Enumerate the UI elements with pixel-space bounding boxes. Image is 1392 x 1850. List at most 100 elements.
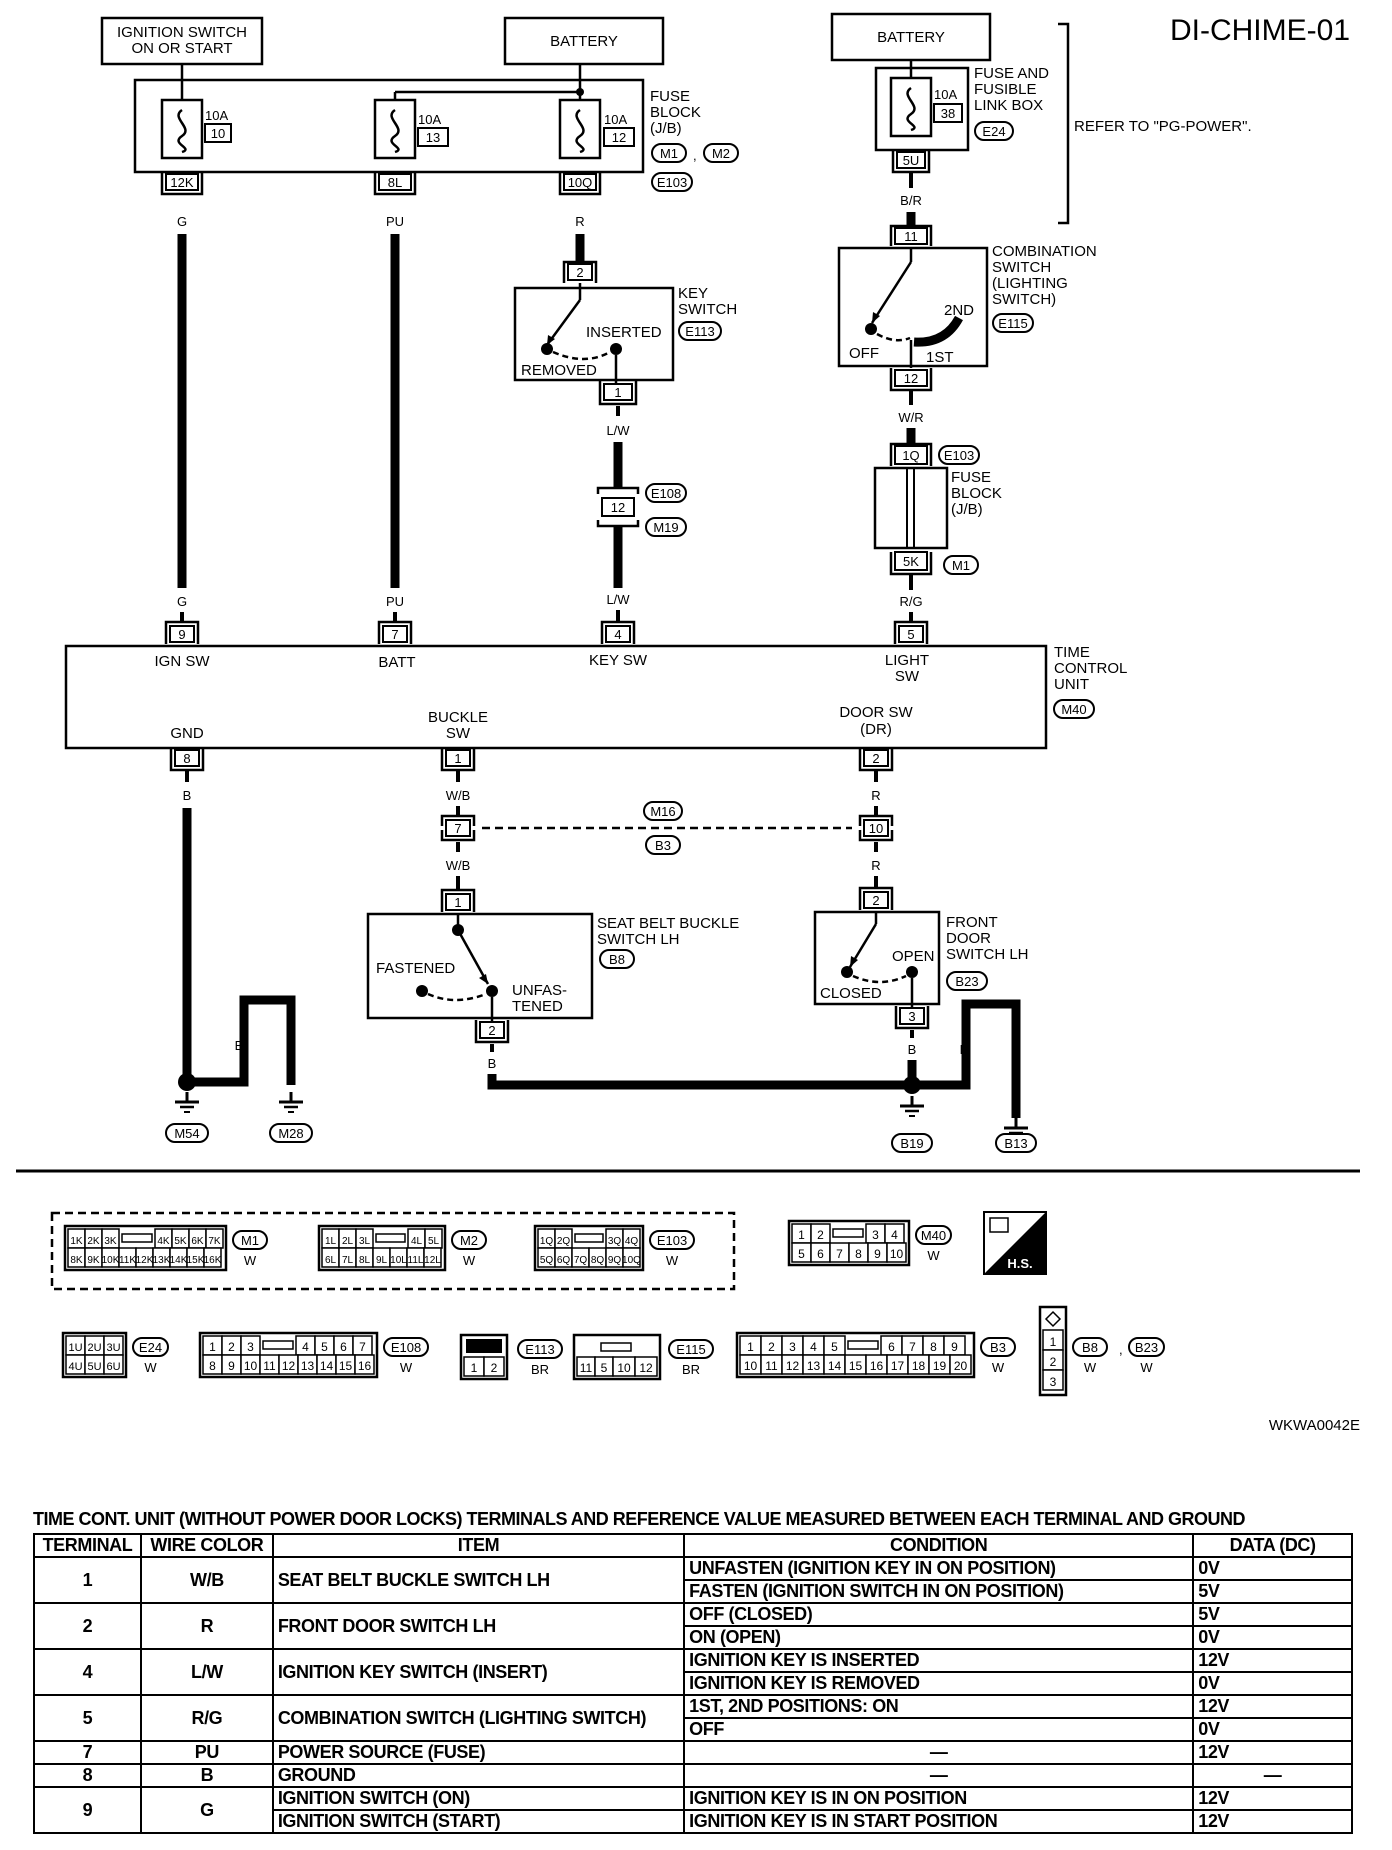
pin-label: 3 [1050,1375,1057,1389]
pin-label: 2Q [557,1236,571,1247]
pin-label: 13K [153,1255,171,1266]
pin-label: 12L [424,1255,441,1266]
pin-label: 1K [70,1236,83,1247]
svg-text:B: B [235,1038,244,1053]
header-wire-color: WIRE COLOR [139,1533,274,1558]
pin-label: 10 [744,1359,758,1373]
front-door-switch: 2 OPEN CLOSED 3 [813,886,941,1030]
svg-text:1Q: 1Q [902,448,919,463]
svg-text:B19: B19 [900,1136,923,1151]
pin-label: 12 [786,1359,800,1373]
pin-label: 4Q [625,1236,639,1247]
svg-text:SWITCH LH: SWITCH LH [946,946,1029,963]
pin-label: 5U [87,1361,101,1373]
pin-label: 17 [891,1359,905,1373]
tcu-pin-7: 7 [377,612,413,644]
pin-label: 5 [831,1340,838,1354]
svg-text:3: 3 [908,1009,915,1024]
table-row: 9 G IGNITION SWITCH (ON) IGNITION KEY IS… [33,1786,1353,1834]
seat-belt-buckle-switch: 1 FASTENED UNFAS- TENED 2 [366,888,594,1044]
svg-text:DOOR: DOOR [946,930,991,947]
combination-switch: 11 OFF 1ST 2ND 12 [837,224,989,392]
ignition-switch-label-2: ON OR START [131,40,232,57]
svg-text:TENED: TENED [512,998,563,1015]
pin-label: 13 [301,1359,315,1373]
terminal-8l: 8L [373,172,417,196]
pin-label: 5 [321,1340,328,1354]
pin-label: 8L [359,1255,371,1266]
svg-text:1: 1 [614,385,621,400]
pin-label: 8 [855,1247,862,1261]
svg-text:CLOSED: CLOSED [820,985,882,1002]
svg-text:1: 1 [454,895,461,910]
tcu-door-sw-label: DOOR SW [839,704,913,721]
pin-label: 5Q [540,1255,554,1266]
pin-label: 9Q [608,1255,622,1266]
svg-text:5U: 5U [903,153,920,168]
svg-text:4: 4 [614,627,621,642]
svg-text:(DR): (DR) [860,721,892,738]
pin-label: 1 [209,1340,216,1354]
svg-text:W/B: W/B [446,788,471,803]
pin-label: 8Q [591,1255,605,1266]
pin-label: 15K [187,1255,205,1266]
pin-label: 11 [263,1359,276,1373]
pin-label: 4U [68,1361,82,1373]
svg-text:PU: PU [386,594,404,609]
svg-text:M54: M54 [174,1126,199,1141]
document-code: WKWA0042E [1269,1417,1360,1434]
pin-label: 5 [798,1247,805,1261]
connector-color: W [244,1253,257,1268]
svg-text:R: R [871,788,880,803]
pin-label: 13 [807,1359,821,1373]
conn-e113-tag: E113 [685,324,714,339]
connector-color: W [463,1253,476,1268]
pin-label: 11L [408,1255,424,1266]
wire-lw-label: L/W [606,423,630,438]
pin-label: 20 [954,1359,968,1373]
wire-br-label: B/R [900,193,922,208]
svg-text:SWITCH LH: SWITCH LH [597,931,680,948]
conn-m19-tag: M19 [653,520,678,535]
svg-text:SWITCH: SWITCH [992,259,1051,276]
pin-label: 3 [789,1340,796,1354]
pin-label: 5 [601,1361,608,1375]
pin-label: 1 [1050,1335,1057,1349]
connector-color: W [992,1360,1005,1375]
table-row: IGNITION KEY IS REMOVED 0V [34,1671,1353,1696]
pin-label: 10 [244,1359,258,1373]
key-switch-label: KEY [678,285,708,302]
svg-text:13: 13 [426,130,440,145]
refer-bracket [1058,22,1070,225]
svg-text:B: B [183,1038,192,1053]
pin-label: 16 [870,1359,884,1373]
pin-label: 4 [810,1340,817,1354]
pin-label: 5K [174,1236,187,1247]
pin-label: 11 [765,1359,778,1373]
pin-label: 7 [909,1340,916,1354]
wire-rg-label: R/G [899,594,922,609]
svg-text:7: 7 [454,821,461,836]
pin-label: 9K [87,1255,100,1266]
fuse-block-2-label: FUSE [951,469,991,486]
ignition-switch-label: IGNITION SWITCH [117,24,247,41]
diagram-id: DI-CHIME-01 [1170,14,1350,47]
pin-label: 16 [358,1359,372,1373]
conn-e115-tag: E115 [998,316,1027,331]
table-row: ON (OPEN) 0V [34,1625,1353,1650]
conn-e103-tag: E103 [657,175,687,190]
pin-label: 10 [617,1361,631,1375]
svg-text:M28: M28 [278,1126,303,1141]
tcu-pin-2: 2 [858,748,894,782]
connector-color: BR [531,1362,549,1377]
pin-label: 2 [768,1340,775,1354]
wire-g-label: G [177,214,187,229]
fuse-block-2: 1Q 5K [873,442,949,576]
pin-label: 2U [87,1342,101,1354]
pin-label: 7Q [574,1255,588,1266]
pin-label: 2 [491,1361,498,1375]
svg-text:2: 2 [576,265,583,280]
